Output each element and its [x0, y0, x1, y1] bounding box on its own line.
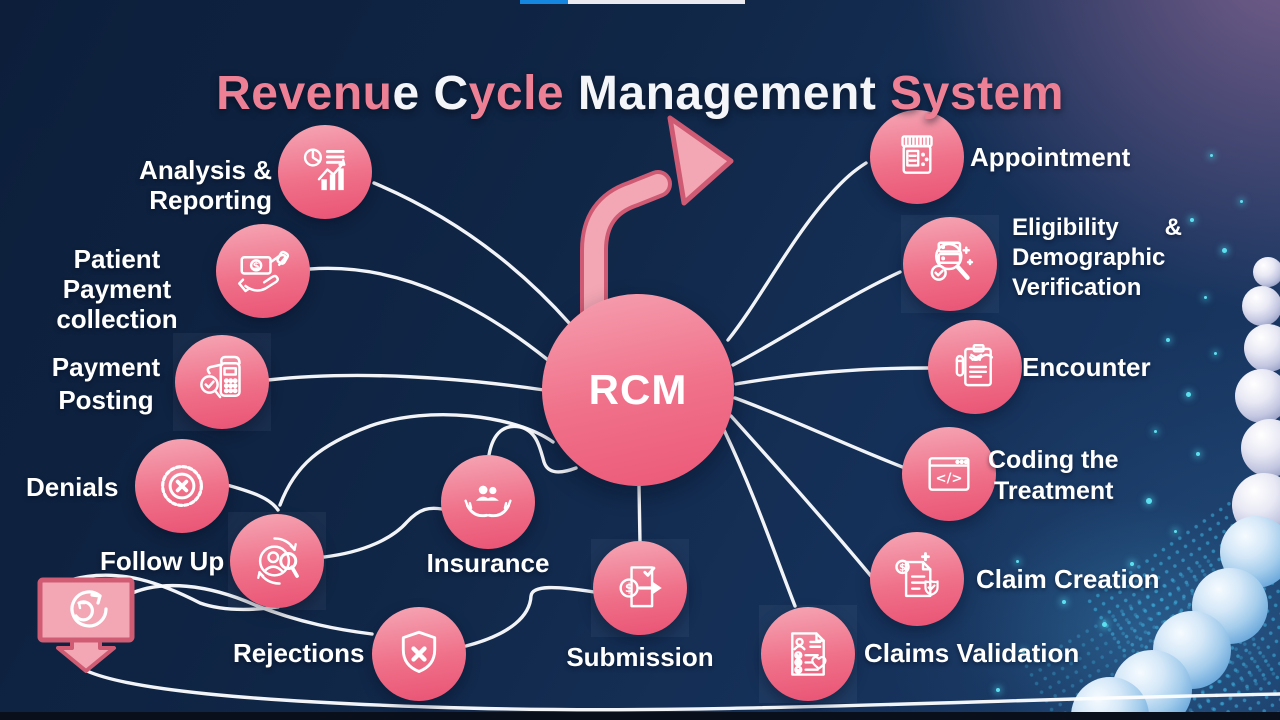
- sparkle-dot: [1016, 560, 1019, 563]
- document-dollar-arrow-icon: $: [619, 566, 662, 608]
- rcm-label: RCM: [588, 366, 688, 413]
- label-claims-validation: Claims Validation: [864, 638, 1080, 668]
- node-denials: [135, 439, 229, 533]
- person-search-refresh-icon: [257, 537, 299, 585]
- sparkle-dot: [1186, 392, 1191, 397]
- label-payment-posting: Payment Posting: [51, 352, 161, 415]
- node-coding-the-treatment: </>: [902, 427, 996, 521]
- sparkle-dot: [1166, 338, 1170, 342]
- title-segment: Revenu: [216, 67, 393, 121]
- monitor-refresh-download-icon: [37, 577, 135, 673]
- medicine-jar-icon: [901, 135, 933, 174]
- label-coding-the-treatment: Coding the Treatment: [988, 446, 1119, 505]
- title-segment: Management: [564, 67, 891, 121]
- pie-bar-chart-icon: [303, 148, 346, 191]
- label-analysis-reporting: Analysis & Reporting: [139, 155, 272, 215]
- code-window-icon: </>: [928, 457, 970, 491]
- label-claim-creation: Claim Creation: [976, 564, 1160, 594]
- node-eligibility: [903, 217, 997, 311]
- dna-sphere: [1235, 369, 1280, 423]
- label-eligibility-demographic-verification: Eligibility& Demographic Verification: [1012, 214, 1182, 301]
- label-appointment: Appointment: [970, 142, 1131, 172]
- title-segment: e: [392, 67, 434, 121]
- sparkle-dot: [1130, 562, 1134, 566]
- title-segment: ycle: [468, 67, 565, 121]
- money-hand-icon: $: [238, 250, 290, 293]
- claim-document-plus-icon: $: [895, 552, 939, 598]
- dna-sphere: [1241, 419, 1280, 477]
- sparkle-dot: [996, 688, 1000, 692]
- sparkle-dot: [1062, 600, 1066, 604]
- dna-sphere: [1244, 324, 1280, 372]
- svg-text:</>: </>: [935, 471, 962, 486]
- shield-x-icon: [401, 630, 437, 673]
- label-insurance: Insurance: [426, 548, 550, 578]
- label-encounter: Encounter: [1022, 352, 1151, 382]
- node-follow-up: [230, 514, 324, 608]
- page-title: Revenue Cycle Management System: [0, 66, 1280, 121]
- bottom-dark-strip: [0, 712, 1280, 720]
- sparkle-dot: [1154, 430, 1157, 433]
- calculator-receipt-icon: [200, 355, 241, 399]
- top-bar-light-segment: [568, 0, 745, 4]
- node-rcm-center: RCM: [542, 294, 734, 486]
- label-submission: Submission: [566, 642, 714, 672]
- node-analysis-reporting: [278, 125, 372, 219]
- dna-sphere: [1242, 286, 1280, 326]
- checklist-document-icon: [791, 632, 827, 676]
- sparkle-dot: [1146, 498, 1152, 504]
- node-encounter: [928, 320, 1022, 414]
- node-patient-payment-collection: $: [216, 224, 310, 318]
- sparkle-dot: [1210, 154, 1213, 157]
- node-submission: $: [593, 541, 687, 635]
- node-claim-creation: $: [870, 532, 964, 626]
- node-payment-posting: [175, 335, 269, 429]
- node-rejections: [372, 607, 466, 701]
- node-claims-validation: [761, 607, 855, 701]
- label-patient-payment-collection: Patient Payment collection: [56, 244, 178, 334]
- sparkle-dot: [1190, 218, 1194, 222]
- clipboard-dna-icon: [955, 344, 994, 387]
- sparkle-dot: [1204, 296, 1207, 299]
- sparkle-dot: [1214, 352, 1217, 355]
- label-rejections: Rejections: [233, 638, 365, 668]
- node-insurance: [441, 455, 535, 549]
- seal-x-icon: [161, 465, 203, 507]
- title-segment: System: [890, 67, 1064, 121]
- node-appointment: [870, 110, 964, 204]
- sparkle-dot: [1196, 452, 1200, 456]
- sparkle-dot: [1022, 650, 1025, 653]
- server-magnifier-gear-icon: [930, 241, 974, 281]
- svg-text:$: $: [625, 581, 633, 595]
- top-bar-blue-segment: [520, 0, 568, 4]
- svg-text:$: $: [253, 261, 260, 272]
- title-segment: C: [433, 67, 469, 121]
- label-denials: Denials: [26, 472, 119, 502]
- sparkle-dot: [1222, 248, 1227, 253]
- label-follow-up: Follow Up: [100, 546, 225, 576]
- sparkle-dot: [1174, 530, 1177, 533]
- sparkle-dot: [1240, 200, 1243, 203]
- sparkle-dot: [1102, 622, 1107, 627]
- dna-sphere: [1253, 257, 1280, 287]
- svg-text:$: $: [899, 563, 906, 574]
- family-in-hands-icon: [464, 485, 512, 518]
